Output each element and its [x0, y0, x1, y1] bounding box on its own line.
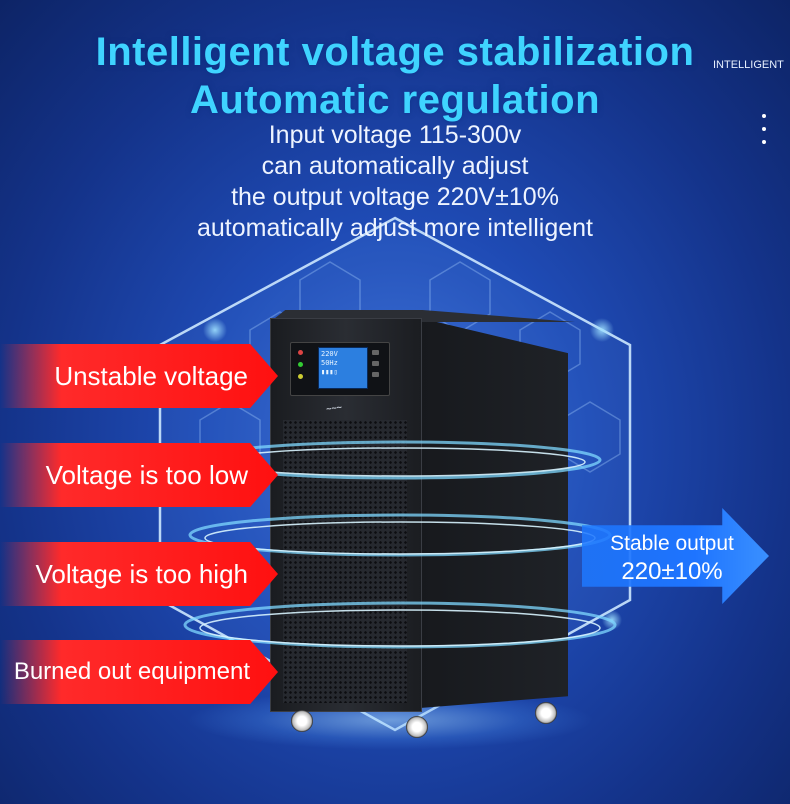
description-line4: automatically adjust more intelligent: [196, 214, 594, 242]
panel-button: [372, 361, 379, 366]
status-led-icon: [298, 362, 303, 367]
cabinet-side: [420, 318, 568, 708]
caster-wheel: [291, 710, 313, 732]
panel-button: [372, 372, 379, 377]
more-vertical-icon[interactable]: [756, 114, 772, 144]
description-line2: can automatically adjust: [261, 152, 529, 180]
caster-wheel: [406, 716, 428, 738]
status-led-icon: [298, 374, 303, 379]
caster-wheel: [535, 702, 557, 724]
output-value: 220±10%: [621, 558, 723, 585]
problem-arrow-unstable: Unstable voltage: [0, 344, 278, 408]
vent-grille: [283, 420, 407, 703]
energy-swirl-graphic: [183, 440, 617, 649]
page-title-line1: Intelligent voltage stabilization: [95, 30, 695, 74]
description-line3: the output voltage 220V±10%: [231, 183, 559, 211]
problem-arrow-too-low: Voltage is too low: [0, 443, 278, 507]
problem-arrow-burned-out: Burned out equipment: [0, 640, 278, 704]
problem-label: Voltage is too low: [45, 459, 248, 490]
intelligent-tag: INTELLIGENT: [713, 59, 784, 71]
problem-arrow-too-high: Voltage is too high: [0, 542, 278, 606]
problem-label: Voltage is too high: [35, 558, 249, 589]
problem-label: Unstable voltage: [54, 360, 248, 391]
page-title-line2: Automatic regulation: [189, 78, 601, 122]
output-label: Stable output: [610, 532, 734, 555]
panel-button: [372, 350, 379, 355]
problem-label: Burned out equipment: [13, 658, 250, 685]
status-led-icon: [298, 350, 303, 355]
description-line1: Input voltage 115-300v: [268, 121, 522, 149]
